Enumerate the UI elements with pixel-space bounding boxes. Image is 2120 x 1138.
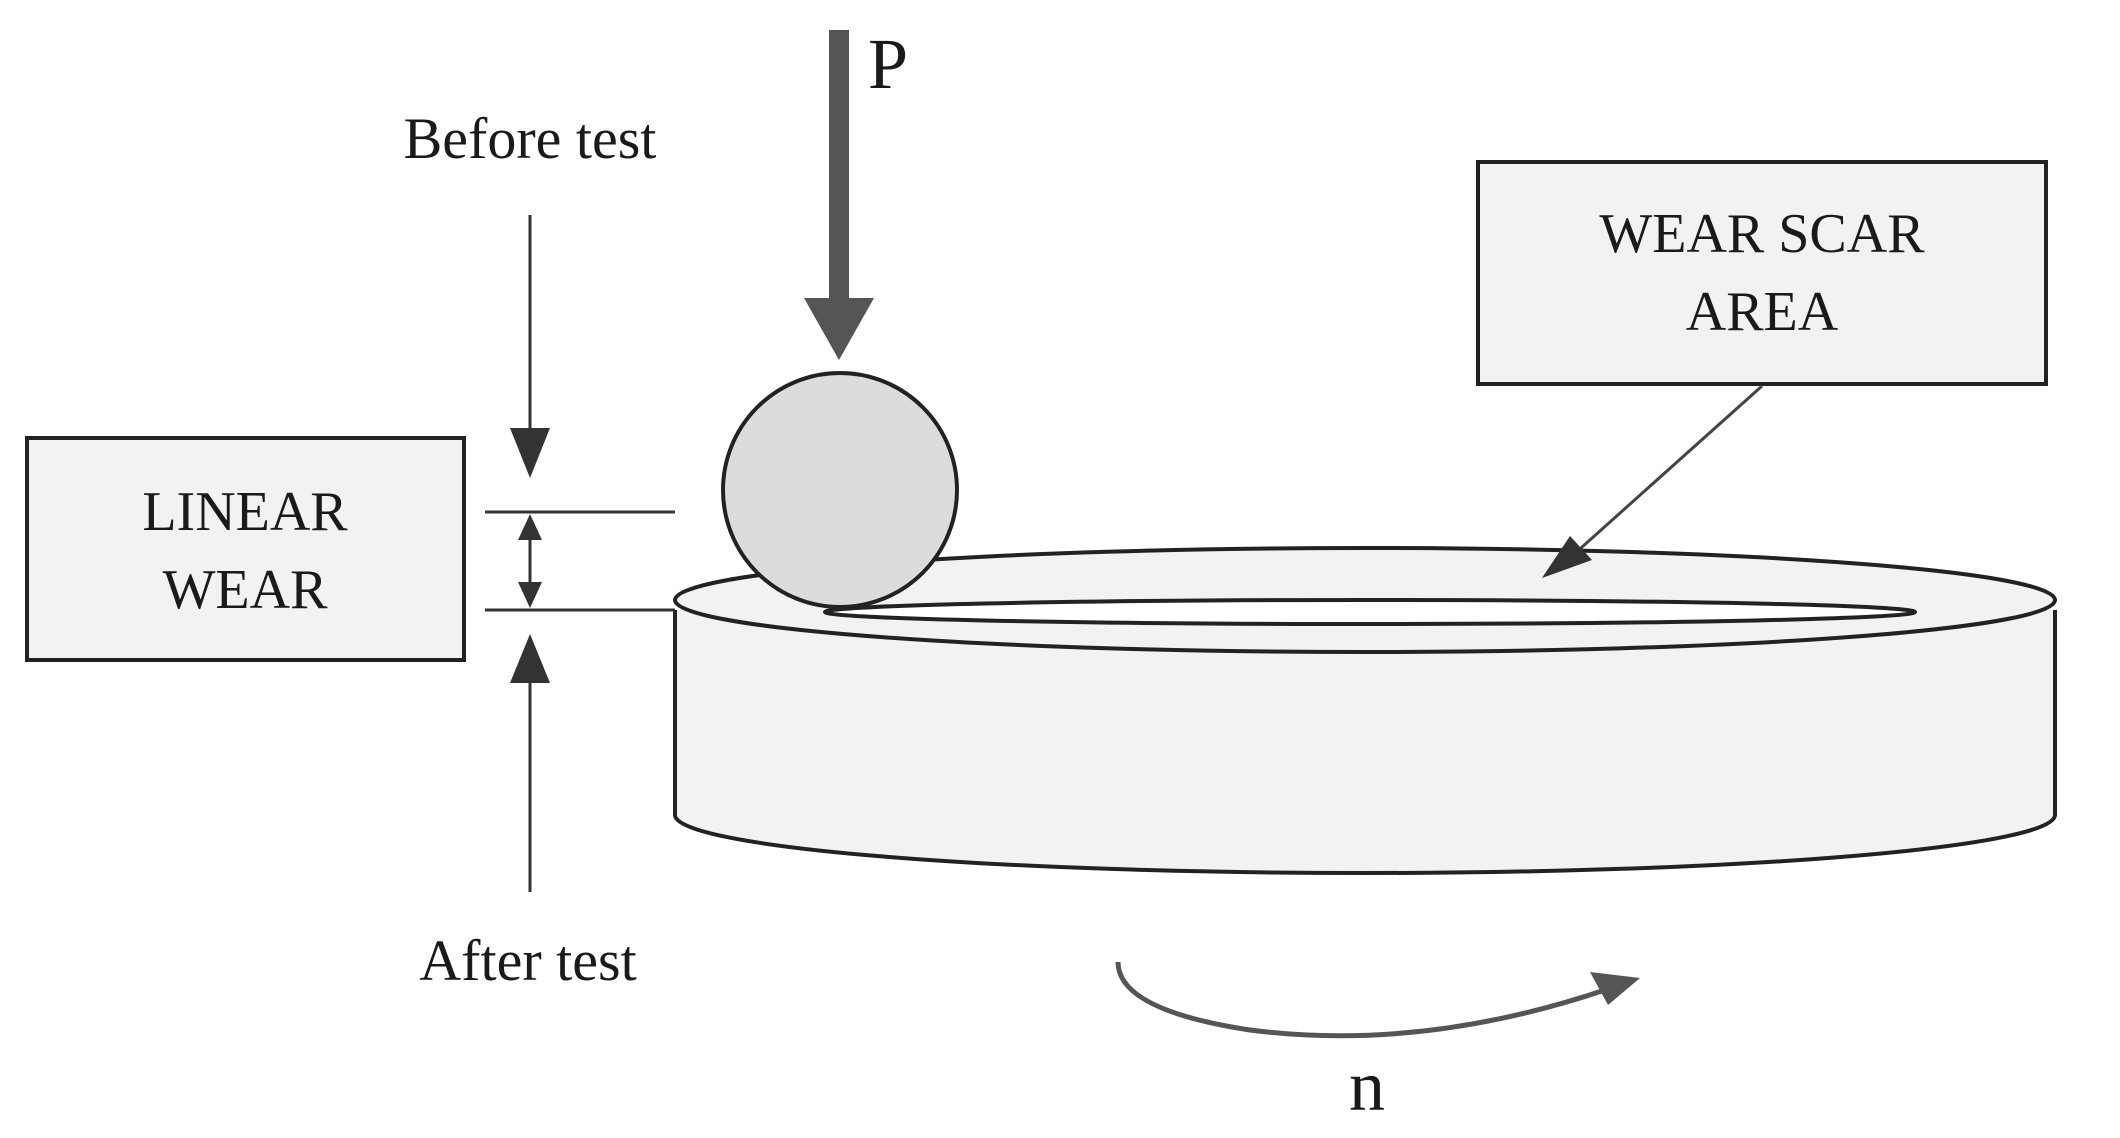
wear-depth-arrow	[518, 514, 542, 608]
wear-scar-label-line1: WEAR SCAR	[1599, 203, 1925, 265]
wear-scar-label-line2: AREA	[1686, 281, 1839, 343]
linear-wear-label-line2: WEAR	[163, 559, 329, 621]
wear-track	[823, 598, 1917, 626]
load-arrow	[804, 30, 874, 360]
wear-scar-pointer	[1542, 384, 1764, 578]
before-test-arrow	[510, 215, 550, 478]
linear-wear-label-line1: LINEAR	[142, 481, 348, 543]
after-test-arrow	[510, 634, 550, 892]
before-test-label: Before test	[404, 106, 657, 171]
linear-wear-box	[25, 436, 466, 662]
ball	[721, 371, 959, 609]
after-test-label: After test	[419, 928, 636, 993]
rotation-arrow	[1115, 961, 1640, 1039]
rotation-label: n	[1349, 1046, 1385, 1126]
disc	[673, 546, 2057, 875]
wear-scar-box	[1476, 160, 2048, 386]
load-label: P	[868, 24, 908, 104]
